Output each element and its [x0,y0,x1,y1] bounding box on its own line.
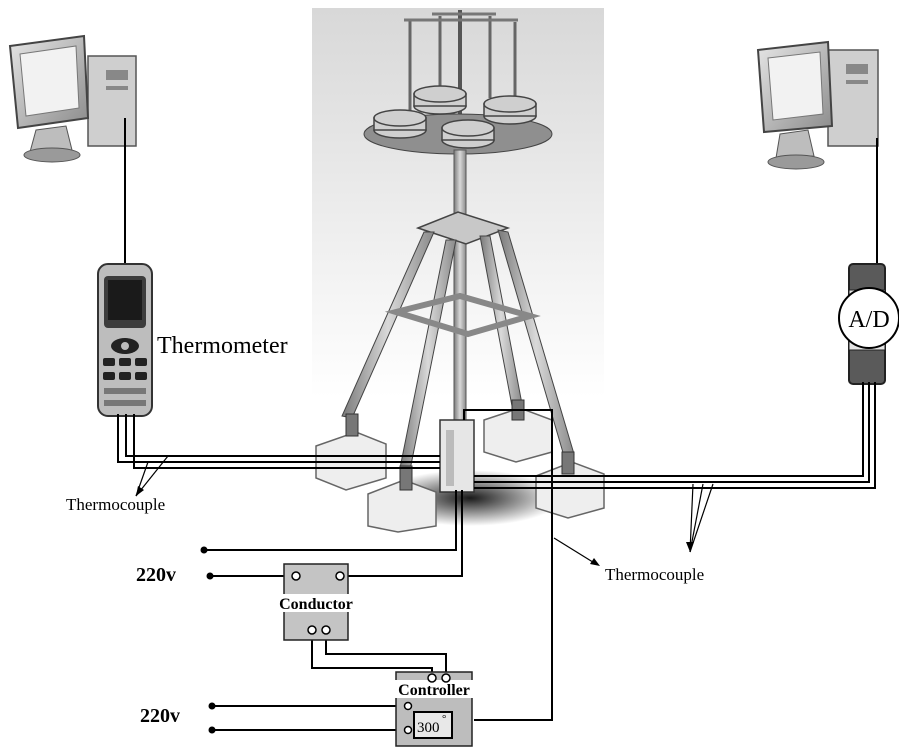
controller-label: Controller [398,682,470,699]
thermocouple-label-right: Thermocouple [605,565,704,584]
ad-converter-label: A/D [848,307,889,333]
rotor-test-rig-icon [315,10,605,533]
desktop-computer-icon [8,34,137,163]
controller-box [388,671,480,747]
thermocouple-wires [117,382,876,731]
voltage-label-top: 220v [136,564,176,586]
handheld-thermometer-icon [97,263,153,417]
voltage-label-bottom: 220v [140,705,180,727]
controller-display-unit: ° [442,713,446,725]
conductor-box [272,563,360,641]
conductor-label: Conductor [279,596,353,613]
thermocouple-label-left: Thermocouple [66,495,165,514]
power-terminals [200,546,216,734]
arrowheads [136,486,694,566]
controller-display-value: 300 [417,720,440,736]
desktop-computer-icon [756,40,879,170]
thermometer-label: Thermometer [157,333,288,359]
ad-converter-icon [838,263,899,385]
